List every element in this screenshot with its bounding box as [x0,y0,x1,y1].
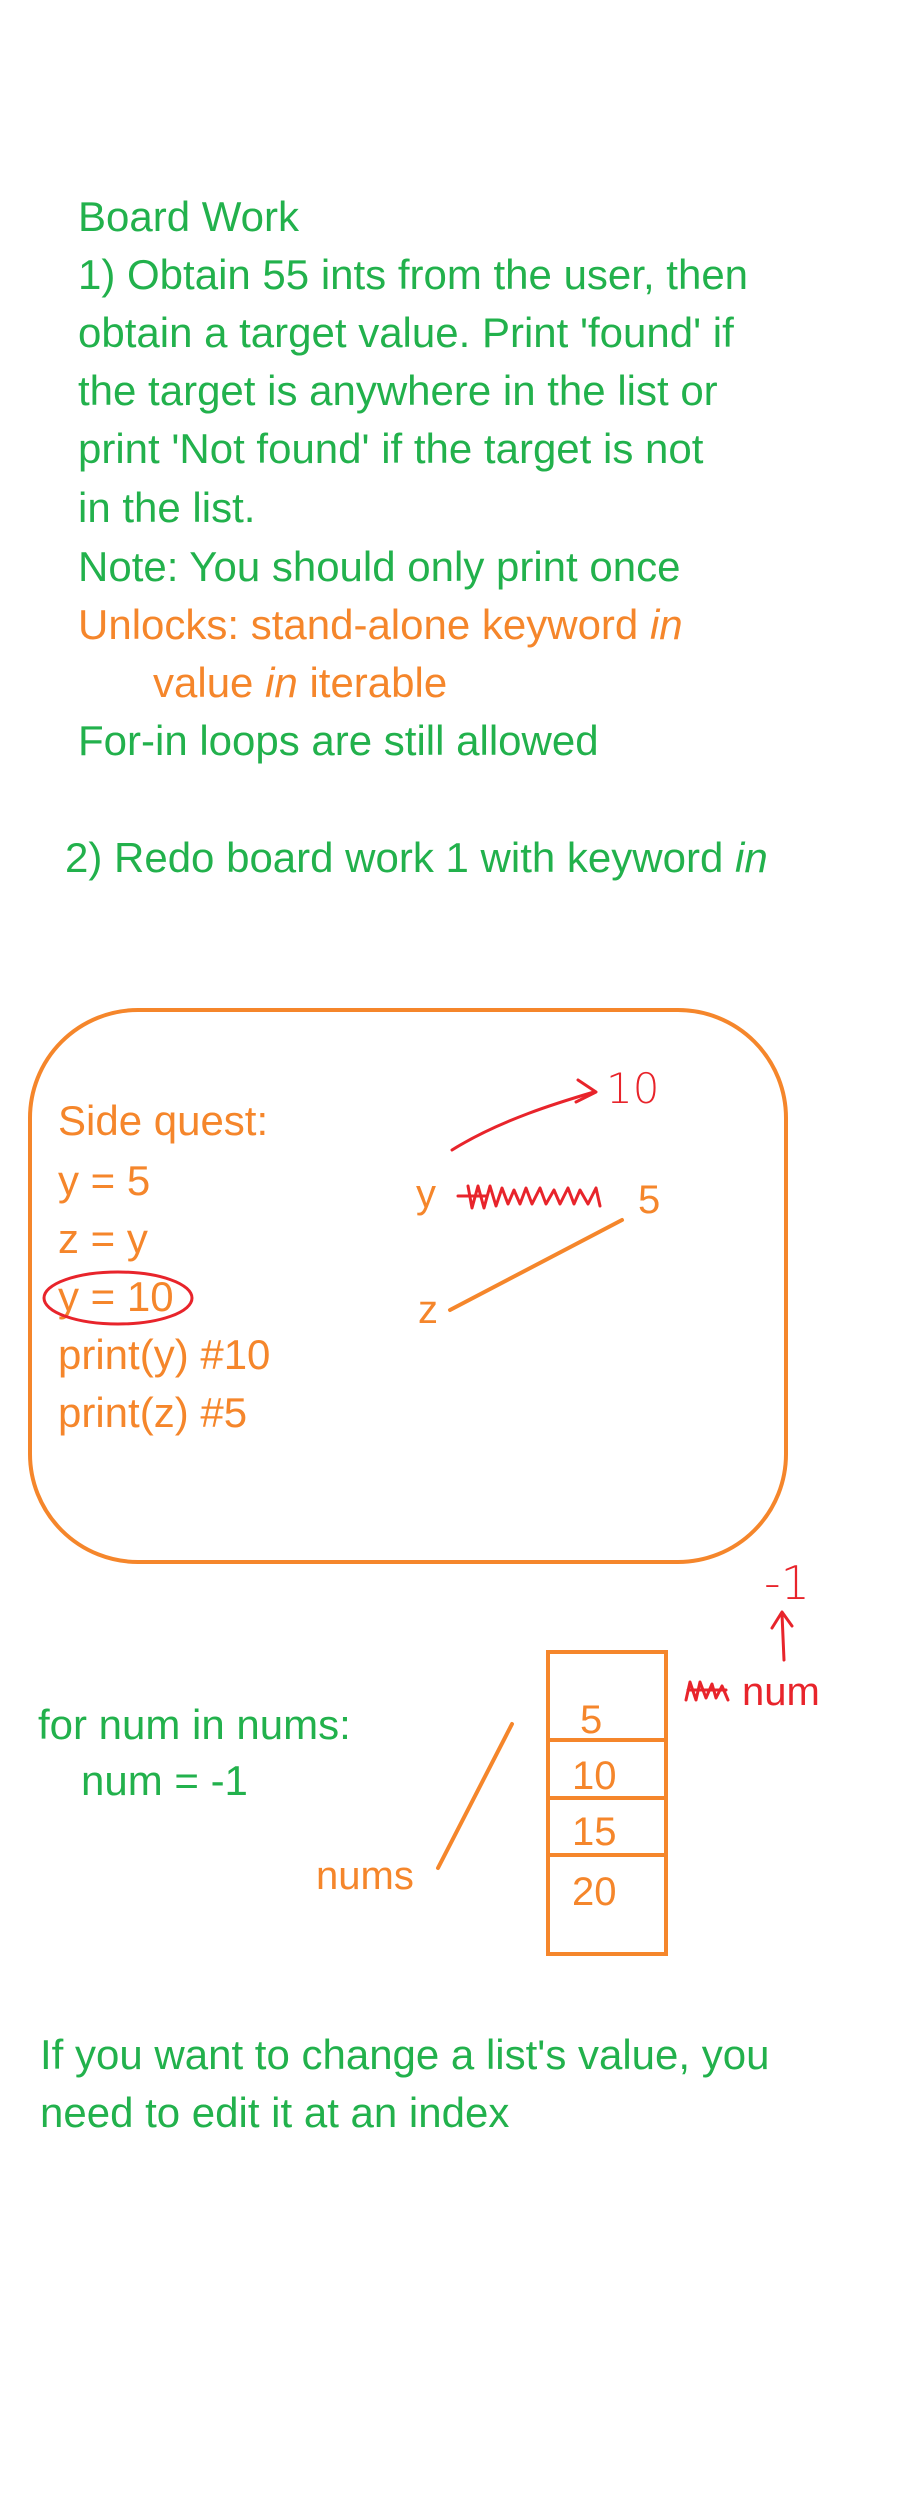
for-in-note: For-in loops are still allowed [78,717,599,764]
num-up-arrow [780,1612,786,1662]
side-quest-title: Side quest: [58,1097,269,1144]
note-text: Note: You should only print once [78,543,681,590]
list-item-3: 20 [572,1870,617,1914]
unlocks-text: Unlocks: stand-alone keyword in [78,601,683,648]
diagram-y-label: y [416,1172,436,1216]
num-label: num [742,1670,820,1714]
code-line-1: y = 5 [58,1157,151,1204]
item1-line-1: 1) Obtain 55 ints from the user, then [78,251,749,298]
item1-line-2: obtain a target value. Print 'found' if [78,309,734,356]
nums-pointer-line [436,1722,514,1870]
board-work-title: Board Work [78,193,299,240]
list-divider [546,1738,668,1742]
item1-line-5: in the list. [78,484,256,531]
unlocks-sub-text: value in iterable [153,659,448,706]
list-divider [546,1853,668,1857]
item1-line-3: the target is anywhere in the list or [78,367,718,414]
conclusion-line-2: need to edit it at an index [40,2089,510,2136]
code-line-4: print(y) #10 [58,1331,271,1378]
list-item-0: 5 [580,1698,603,1742]
item1-line-4: print 'Not found' if the target is not [78,425,704,472]
code-line-5: print(z) #5 [58,1389,248,1436]
up-arrow-head-icon [770,1610,794,1630]
side-quest-box [28,1008,788,1564]
conclusion-line-1: If you want to change a list's value, yo… [40,2031,770,2078]
loop-code-line-2: num = -1 [81,1757,248,1804]
item2-text: 2) Redo board work 1 with keyword in [65,834,768,881]
list-item-2: 15 [572,1810,617,1854]
num-scribble [684,1680,730,1702]
loop-code-line-1: for num in nums: [38,1701,351,1748]
code-line-2: z = y [58,1215,148,1262]
list-divider [546,1796,668,1800]
nums-label: nums [316,1854,414,1898]
diagram-value-5: 5 [638,1178,661,1222]
list-item-1: 10 [572,1754,617,1798]
diagram-z-label: z [418,1288,438,1332]
nums-list [546,1650,668,1956]
num-new-value: -1 [764,1556,810,1610]
code-line-3: y = 10 [58,1273,174,1320]
diagram-value-10: 10 [606,1064,660,1113]
